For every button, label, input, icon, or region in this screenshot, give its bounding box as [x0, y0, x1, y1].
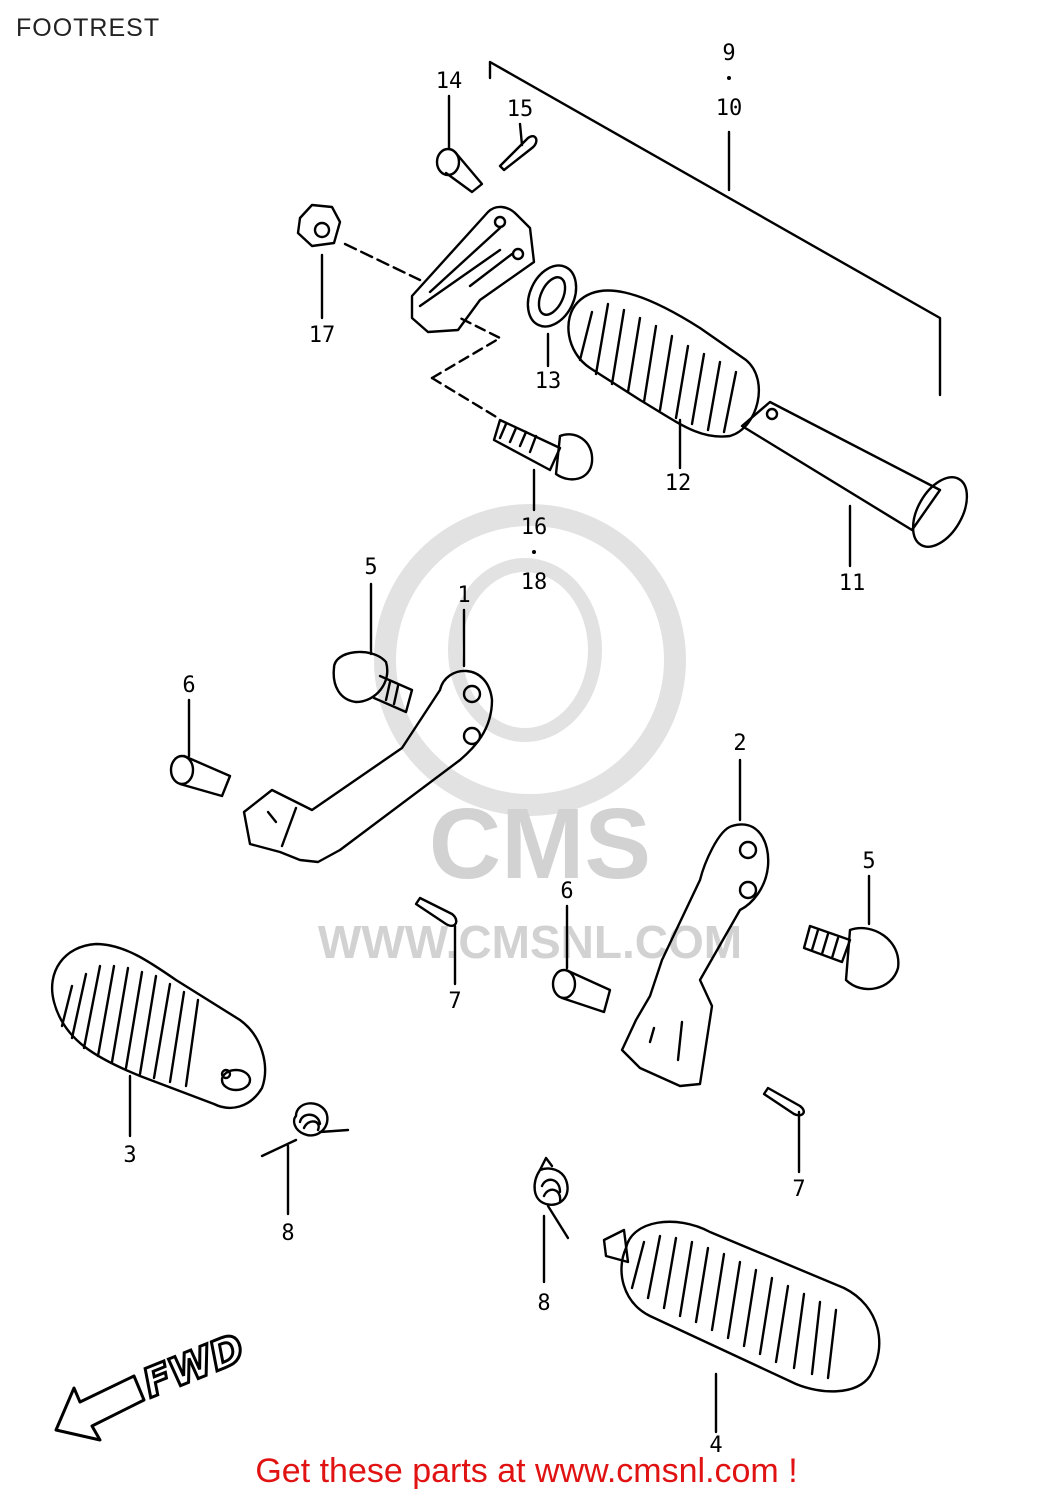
- callouts: 9 10 14 15 17 13 12 16 18 11 5 1 6 2 5 6…: [123, 41, 875, 1458]
- callout-17: 17: [309, 323, 336, 348]
- callout-6-lower: 6: [560, 879, 573, 904]
- part-14-pin: [435, 94, 484, 194]
- part-6-pin-lower: [551, 904, 612, 1014]
- callout-3: 3: [123, 1143, 136, 1168]
- callout-2: 2: [733, 731, 746, 756]
- callout-separator: [727, 76, 731, 80]
- part-13-washer: [526, 264, 578, 368]
- part-4-footrest: [602, 1220, 881, 1434]
- watermark-brand: CMS: [429, 788, 651, 900]
- callout-4: 4: [709, 1433, 722, 1458]
- callout-18: 18: [521, 570, 548, 595]
- part-2-bracket: [620, 758, 770, 1088]
- callout-1: 1: [457, 583, 470, 608]
- callout-7-lower: 7: [792, 1177, 805, 1202]
- callout-10: 10: [716, 96, 743, 121]
- part-7-cotter-pin-upper: [414, 896, 458, 986]
- callout-5-upper: 5: [364, 555, 377, 580]
- part-8-spring-left: [260, 1102, 350, 1216]
- part-17-nut: [296, 203, 422, 320]
- callout-7-upper: 7: [448, 989, 461, 1014]
- part-12-rubber: [567, 289, 761, 470]
- callout-15: 15: [507, 97, 534, 122]
- part-6-pin-upper: [169, 698, 232, 798]
- callout-6-upper: 6: [182, 673, 195, 698]
- part-11-bar: [740, 400, 969, 568]
- diagram-title: FOOTREST: [16, 14, 161, 42]
- footer-link[interactable]: Get these parts at www.cmsnl.com !: [255, 1452, 798, 1490]
- callout-12: 12: [665, 471, 692, 496]
- callout-13: 13: [535, 369, 562, 394]
- part-5-bolt-upper: [332, 582, 414, 714]
- callout-9: 9: [722, 41, 735, 66]
- callout-8-right: 8: [537, 1291, 550, 1316]
- callout-separator: [532, 550, 536, 554]
- callout-8-left: 8: [281, 1221, 294, 1246]
- part-15-cotter-pin: [498, 122, 538, 172]
- part-16-bolt: [492, 418, 594, 512]
- assembly-bracket-9-10: [488, 60, 942, 397]
- watermark-logo-figure: [448, 558, 602, 742]
- forward-arrow-icon: [54, 1374, 146, 1442]
- part-3-footrest: [51, 942, 267, 1138]
- part-7-cotter-pin-lower: [762, 1086, 805, 1174]
- part-1-bracket: [242, 608, 494, 864]
- pillion-bracket: [410, 205, 536, 420]
- callout-11: 11: [839, 571, 866, 596]
- part-5-bolt-lower: [802, 874, 900, 991]
- callout-16: 16: [521, 515, 548, 540]
- callout-5-lower: 5: [862, 849, 875, 874]
- callout-14: 14: [436, 69, 463, 94]
- fwd-label: FWD: [137, 1325, 251, 1407]
- part-8-spring-right: [533, 1156, 570, 1284]
